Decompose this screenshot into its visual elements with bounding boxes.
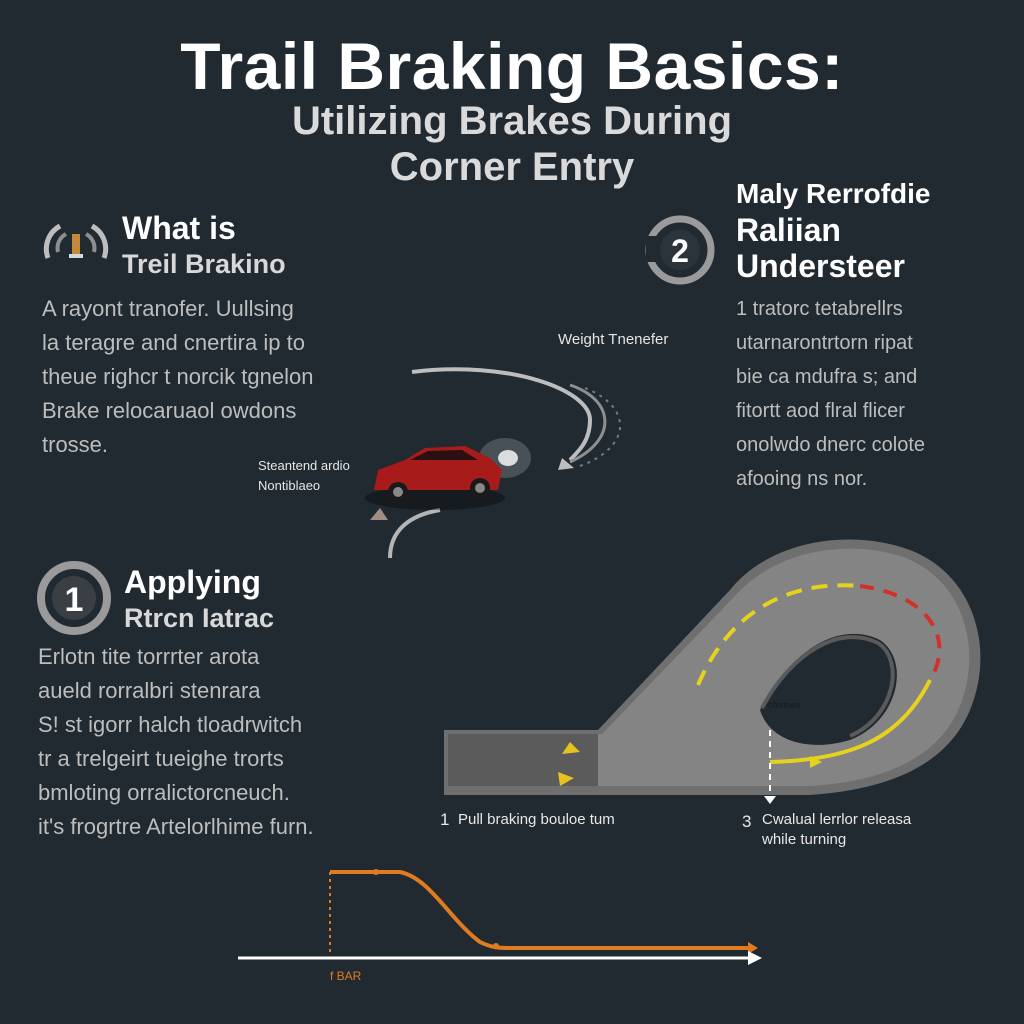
- section-1-line: aueld rorralbri stenrara: [38, 678, 261, 703]
- section-2-line: afooing ns nor.: [736, 468, 868, 490]
- track-label-3-number: 3: [742, 812, 751, 831]
- section-2-body: 1 tratorc tetabrellrs utarnarontrtorn ri…: [736, 292, 996, 496]
- car-label-line-1: Steantend ardio: [258, 458, 350, 473]
- section-2-line: bie ca mdufra s; and: [736, 366, 918, 388]
- what-is-heading-line-2: Treil Brakino: [122, 249, 286, 279]
- section-1-line: it's frogrtre Artelorlhime furn.: [38, 814, 314, 839]
- section-2-line: fitortt aod flral flicer: [736, 400, 905, 422]
- weight-transfer-diagram: Weight Tnenefer Steantend ardio Nontibla…: [240, 330, 720, 570]
- section-1-heading-line-2: Rtrcn Iatrac: [124, 603, 275, 633]
- what-is-line: Brake relocaruaol owdons: [42, 398, 297, 423]
- red-car-illustration: [365, 446, 505, 510]
- car-label-line-2: Nontiblaeo: [258, 478, 320, 493]
- brake-pressure-curve: [330, 870, 750, 950]
- section-2-number: 2: [671, 233, 689, 269]
- section-2-heading-line-1: Maly Rerrofdie: [736, 178, 931, 209]
- section-1-body: Erlotn tite torrrter arota aueld rorralb…: [38, 640, 368, 844]
- what-is-line: theue righcr t norcik tgnelon: [42, 364, 314, 389]
- track-label-3-line-2: while turning: [761, 831, 846, 848]
- what-is-body: A rayont tranofer. Uullsing la teragre a…: [42, 292, 362, 462]
- section-1-line: tr a trelgeirt tueighe trorts: [38, 746, 284, 771]
- track-label-3-line-1: Cwalual lerrlor releasa: [762, 811, 912, 828]
- what-is-heading-line-1: What is: [122, 210, 236, 246]
- weight-transfer-label: Weight Tnenefer: [558, 331, 668, 348]
- graph-axis-label: f BAR: [330, 969, 362, 983]
- what-is-heading: What is Treil Brakino: [122, 210, 286, 282]
- section-2-line: onolwdo dnerc colote: [736, 434, 926, 456]
- number-two-badge-icon: 2: [644, 214, 716, 286]
- section-1-heading-line-1: Applying: [124, 564, 261, 600]
- section-2-heading-line-2: Raliian: [736, 212, 841, 248]
- section-1-line: Erlotn tite torrrter arota: [38, 644, 260, 669]
- number-one-badge-icon: 1: [36, 560, 112, 636]
- track-label-1-number: 1: [440, 810, 449, 829]
- page-subtitle: Utilizing Brakes During Corner Entry: [0, 98, 1024, 190]
- section-1-heading: Applying Rtrcn Iatrac: [124, 564, 274, 636]
- section-1-number: 1: [65, 581, 84, 619]
- what-is-line: A rayont tranofer. Uullsing: [42, 296, 294, 321]
- track-diagram: ofertnes 1 Pull braking bouloe tum 3 Cwa…: [430, 520, 1024, 850]
- what-is-line: trosse.: [42, 432, 109, 457]
- section-1-line: bmloting orralictorcneuch.: [38, 780, 290, 805]
- section-2-line: 1 tratorc tetabrellrs: [736, 298, 903, 320]
- page-title: Trail Braking Basics:: [180, 29, 844, 103]
- section-2-line: utarnarontrtorn ripat: [736, 332, 913, 354]
- section-2-heading: Maly Rerrofdie Raliian Understeer: [736, 176, 931, 284]
- apex-note: ofertnes: [768, 700, 801, 710]
- track-label-1-text: Pull braking bouloe tum: [458, 811, 615, 828]
- brake-pressure-graph: f BAR: [230, 860, 770, 990]
- what-is-line: la teragre and cnertira ip to: [42, 330, 305, 355]
- subtitle-line-1: Utilizing Brakes During: [291, 99, 733, 143]
- subtitle-line-2: Corner Entry: [389, 145, 635, 189]
- brake-caliper-icon: [36, 212, 116, 272]
- section-1-line: S! st igorr halch tloadrwitch: [38, 712, 303, 737]
- section-2-heading-line-3: Understeer: [736, 248, 905, 284]
